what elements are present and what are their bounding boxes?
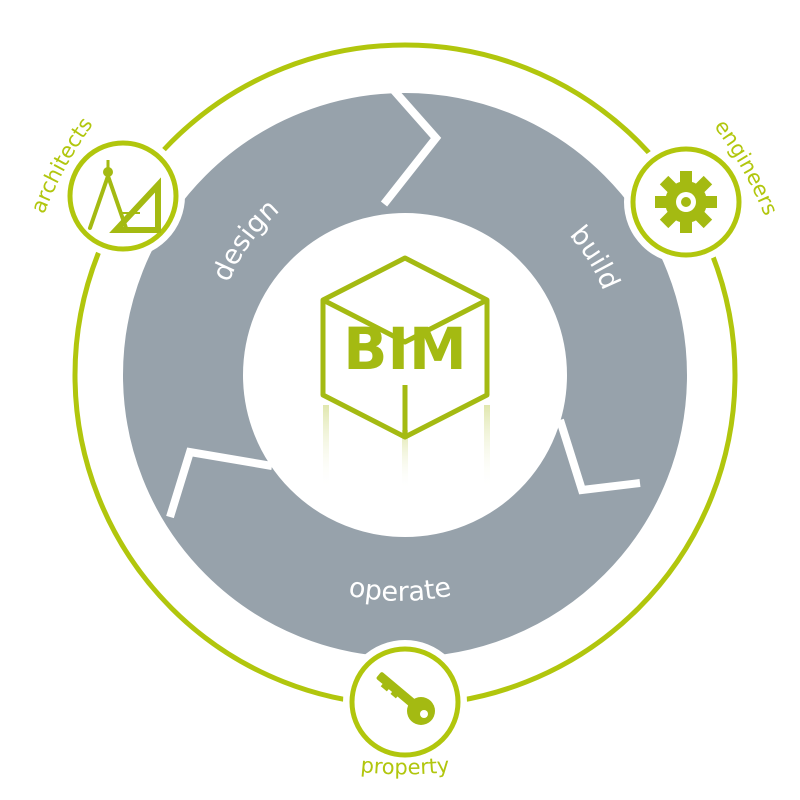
- architects-node: architects: [26, 113, 185, 258]
- separator-design-build: [380, 83, 442, 207]
- key-icon: [376, 672, 435, 725]
- lifecycle-ring: [123, 93, 687, 657]
- stage-label-operate: operate: [346, 572, 453, 608]
- drafting-tools-icon: [88, 160, 161, 233]
- property-label: property: [360, 753, 451, 779]
- property-node: property: [343, 640, 467, 779]
- separator-build-operate: [556, 418, 641, 495]
- separator-operate-design: [166, 447, 273, 519]
- bim-cube-reflection: [323, 405, 490, 490]
- bim-label: BIM: [343, 315, 467, 383]
- engineers-node: engineers: [624, 115, 782, 264]
- gear-icon: [655, 171, 717, 233]
- bim-cube-icon: BIM: [320, 255, 490, 490]
